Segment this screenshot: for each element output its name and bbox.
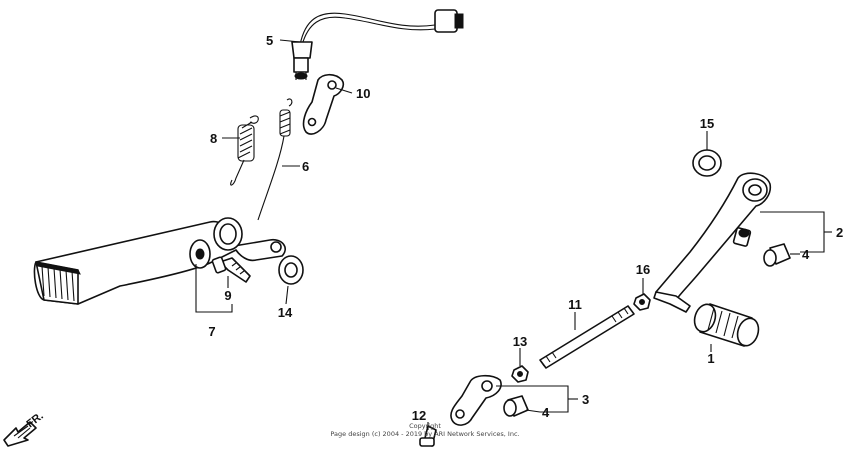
cable-switch-part[interactable] — [291, 9, 464, 80]
brake-pedal-part[interactable] — [33, 217, 286, 305]
shift-arm-part[interactable] — [653, 172, 772, 313]
spring-part-6[interactable] — [257, 98, 293, 221]
front-direction-indicator: FR. — [3, 410, 46, 447]
callout-5: 5 — [266, 33, 273, 48]
bolt-part-9[interactable] — [211, 256, 251, 283]
callout-14: 14 — [278, 305, 293, 320]
callout-11: 11 — [568, 297, 582, 312]
callout-15: 15 — [700, 116, 714, 131]
callout-labels: 1 2 3 4 4 5 6 7 8 9 10 11 12 13 14 15 16 — [208, 33, 843, 423]
joint-lever-part[interactable] — [450, 374, 502, 426]
bolt-part-12[interactable] — [419, 425, 437, 447]
nut-part-16[interactable] — [633, 293, 651, 311]
callout-7: 7 — [208, 324, 215, 339]
callout-16: 16 — [636, 262, 650, 277]
callout-6: 6 — [302, 159, 309, 174]
ring-part-15[interactable] — [692, 149, 722, 177]
copyright-line-2: Page design (c) 2004 - 2019 by ARI Netwo… — [330, 430, 519, 438]
callout-1: 1 — [707, 351, 714, 366]
callout-12: 12 — [412, 408, 426, 423]
callout-9: 9 — [224, 288, 231, 303]
shift-rod-part[interactable] — [539, 305, 635, 369]
copyright-notice: Copyright Page design (c) 2004 - 2019 by… — [330, 422, 519, 438]
callout-4-lower: 4 — [542, 405, 550, 420]
callout-2: 2 — [836, 225, 843, 240]
pivot-bolt-upper-part[interactable] — [763, 243, 791, 267]
spring-part-8[interactable] — [230, 115, 259, 186]
callout-8: 8 — [210, 131, 217, 146]
arrow-icon — [3, 421, 37, 447]
leader-lines — [195, 39, 832, 430]
rubber-peg-part[interactable] — [691, 302, 762, 349]
callout-13: 13 — [513, 334, 527, 349]
callout-10: 10 — [356, 86, 370, 101]
copyright-line-1: Copyright — [409, 422, 441, 430]
callout-4-upper: 4 — [802, 247, 810, 262]
bracket-part[interactable] — [302, 73, 345, 135]
washer-part-14[interactable] — [278, 255, 304, 285]
callout-3: 3 — [582, 392, 589, 407]
nut-part-13[interactable] — [511, 365, 529, 383]
pivot-bolt-lower-part[interactable] — [503, 395, 529, 417]
